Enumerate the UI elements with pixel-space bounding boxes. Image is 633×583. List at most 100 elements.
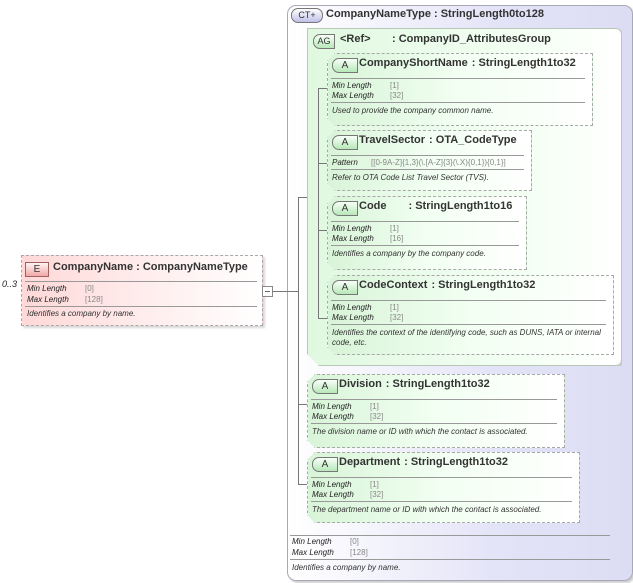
- attribute-box-companyshortname[interactable]: [327, 53, 593, 126]
- divider: [25, 281, 257, 282]
- attribute-type: : StringLength1to32: [385, 378, 490, 390]
- facet-label: Max Length: [312, 490, 354, 499]
- facet-label: Min Length: [332, 81, 372, 90]
- facet-value: [128]: [85, 295, 103, 304]
- facet-label: Min Length: [27, 284, 67, 293]
- connector-line: [298, 197, 299, 485]
- divider: [25, 306, 257, 307]
- connector-line: [298, 404, 307, 405]
- divider: [331, 245, 519, 246]
- attribute-title: CodeContext: StringLength1to32: [359, 279, 535, 291]
- attribute-name: CodeContext: [359, 279, 428, 291]
- attribute-title: CompanyShortName: StringLength1to32: [359, 57, 576, 69]
- facet-label: Min Length: [292, 537, 332, 546]
- facet-value: [1]: [390, 303, 399, 312]
- facet-value: [128]: [350, 548, 368, 557]
- divider: [311, 477, 572, 478]
- attribute-badge: A: [312, 379, 338, 394]
- attribute-title: TravelSector: OTA_CodeType: [359, 134, 517, 146]
- attribute-group-badge[interactable]: AG: [313, 34, 335, 49]
- divider: [331, 102, 585, 103]
- facet-label: Max Length: [332, 91, 374, 100]
- element-badge: E: [25, 262, 49, 277]
- facet-value: [1]: [390, 224, 399, 233]
- facet-label: Max Length: [292, 548, 334, 557]
- divider: [331, 300, 606, 301]
- connector-line: [298, 197, 307, 198]
- complex-type-badge[interactable]: CT+: [291, 8, 323, 23]
- facet-value: [[0-9A-Z]{1,3}(\.[A-Z]{3}(\.X){0,1}){0,1…: [371, 158, 506, 167]
- attribute-badge: A: [332, 58, 358, 73]
- facet-label: Min Length: [312, 480, 352, 489]
- facet-label: Min Length: [332, 224, 372, 233]
- attribute-description: Identifies the context of the identifyin…: [332, 328, 601, 347]
- attribute-box-department[interactable]: [307, 452, 580, 523]
- divider: [290, 535, 610, 536]
- connector-line: [318, 88, 327, 89]
- attribute-box-code[interactable]: [327, 196, 527, 270]
- attribute-type: : StringLength1to32: [431, 279, 536, 291]
- attribute-description: Refer to OTA Code List Travel Sector (TV…: [332, 173, 489, 182]
- complex-type-name: CompanyNameType: [326, 8, 431, 20]
- facet-value: [1]: [370, 402, 379, 411]
- attribute-name: TravelSector: [359, 134, 426, 146]
- attribute-badge: A: [332, 280, 358, 295]
- attribute-name: Department: [339, 456, 401, 468]
- facet-label: Min Length: [312, 402, 352, 411]
- attribute-box-division[interactable]: [307, 374, 565, 448]
- divider: [311, 501, 572, 502]
- attribute-description: The division name or ID with which the c…: [312, 427, 528, 436]
- facet-label: Max Length: [27, 295, 69, 304]
- divider: [331, 324, 606, 325]
- divider: [290, 559, 610, 560]
- divider: [311, 399, 557, 400]
- attribute-name: Code: [359, 200, 387, 212]
- facet-label: Max Length: [332, 234, 374, 243]
- facet-value: [0]: [85, 284, 94, 293]
- attribute-type: : StringLength1to32: [471, 57, 576, 69]
- connector-line: [298, 484, 307, 485]
- attribute-description: Identifies a company by the company code…: [332, 249, 486, 258]
- facet-label: Min Length: [332, 303, 372, 312]
- cardinality: 0..3: [2, 279, 18, 289]
- attribute-name: Division: [339, 378, 382, 390]
- facet-value: [16]: [390, 234, 404, 243]
- element-box[interactable]: [21, 255, 263, 326]
- facet-label: Max Length: [312, 412, 354, 421]
- divider: [331, 169, 524, 170]
- attribute-type: : StringLength1to32: [404, 456, 509, 468]
- attribute-name: CompanyShortName: [359, 57, 468, 69]
- divider: [331, 221, 519, 222]
- facet-value: [32]: [370, 412, 384, 421]
- divider: [331, 78, 585, 79]
- attribute-badge: A: [332, 135, 358, 150]
- connector-line: [318, 318, 327, 319]
- connector-line: [318, 230, 327, 231]
- connector-line: [318, 163, 327, 164]
- divider: [331, 155, 524, 156]
- attribute-badge: A: [312, 457, 338, 472]
- attribute-title: Department: StringLength1to32: [339, 456, 508, 468]
- facet-label: Pattern: [332, 158, 358, 167]
- complex-type-title: CompanyNameType : StringLength0to128: [326, 8, 544, 20]
- attribute-group-type: : CompanyID_AttributesGroup: [392, 33, 551, 45]
- element-type: : CompanyNameType: [136, 261, 248, 273]
- connector-line: [272, 291, 298, 292]
- attribute-description: The department name or ID with which the…: [312, 505, 542, 514]
- attribute-type: : StringLength1to16: [408, 200, 513, 212]
- complex-type-type: : StringLength0to128: [434, 8, 545, 20]
- element-description: Identifies a company by name.: [27, 309, 136, 318]
- attribute-title: Code : StringLength1to16: [359, 200, 512, 212]
- attribute-title: Division: StringLength1to32: [339, 378, 490, 390]
- attribute-box-travelsector[interactable]: [327, 130, 532, 191]
- attribute-box-codecontext[interactable]: [327, 275, 614, 355]
- facet-value: [32]: [370, 490, 384, 499]
- facet-value: [1]: [370, 480, 379, 489]
- attribute-description: Used to provide the company common name.: [332, 106, 494, 115]
- attribute-type: : OTA_CodeType: [429, 134, 517, 146]
- facet-label: Max Length: [332, 313, 374, 322]
- attribute-group-ref: <Ref>: [340, 33, 371, 45]
- facet-value: [0]: [350, 537, 359, 546]
- facet-value: [32]: [390, 313, 404, 322]
- complex-type-description: Identifies a company by name.: [292, 563, 401, 572]
